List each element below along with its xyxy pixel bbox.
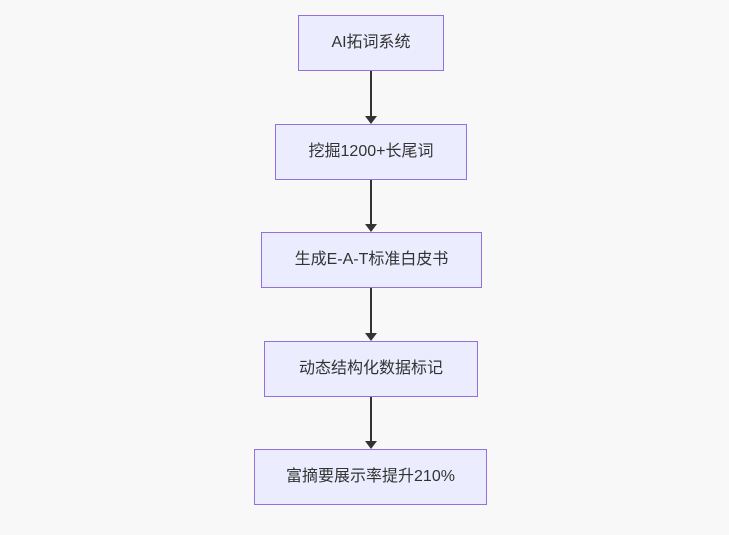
flow-node-structured-data: 动态结构化数据标记 — [264, 341, 478, 397]
flow-node-ai-word-system: AI拓词系统 — [298, 15, 444, 71]
flow-node-label: 动态结构化数据标记 — [298, 359, 443, 377]
arrow-down-icon — [365, 333, 377, 341]
flow-node-longtail-mining: 挖掘1200+长尾词 — [275, 124, 467, 180]
flow-edge-line — [370, 397, 372, 442]
flow-edge-line — [370, 288, 372, 334]
flow-edge-line — [370, 71, 372, 117]
arrow-down-icon — [365, 441, 377, 449]
flow-node-label: 富摘要展示率提升210% — [286, 467, 455, 485]
flow-node-label: 挖掘1200+长尾词 — [308, 142, 434, 160]
flow-node-eat-whitepaper: 生成E-A-T标准白皮书 — [261, 232, 482, 288]
flow-node-label: 生成E-A-T标准白皮书 — [294, 250, 449, 268]
arrow-down-icon — [365, 224, 377, 232]
flow-node-rich-snippet-result: 富摘要展示率提升210% — [254, 449, 487, 505]
flow-edge-line — [370, 180, 372, 225]
flow-node-label: AI拓词系统 — [331, 33, 411, 51]
arrow-down-icon — [365, 116, 377, 124]
